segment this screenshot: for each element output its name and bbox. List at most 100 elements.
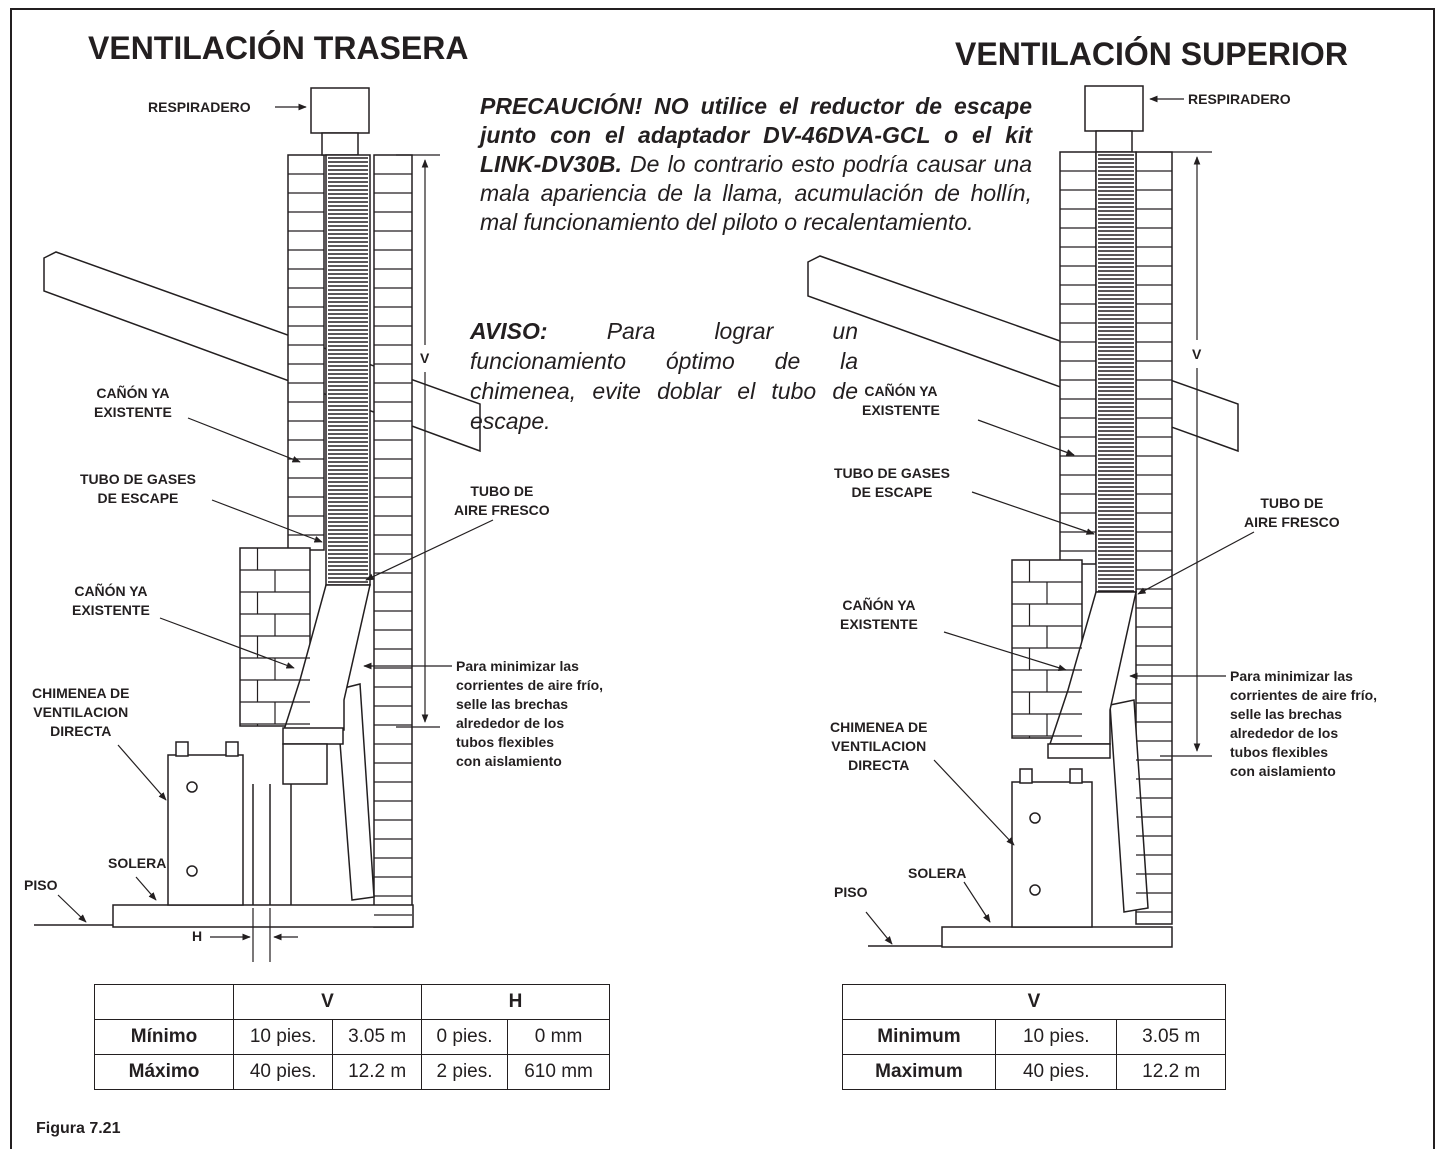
table-col-header: V [842,984,1226,1020]
table-corner-cell [94,984,234,1020]
left-appliance-label: CHIMENEA DE VENTILACION DIRECTA [32,684,130,741]
table-cell: 40 pies. [232,1054,334,1090]
figure-caption: Figura 7.21 [36,1120,121,1137]
caution-bold: PRECAUCIÓN! NO utilice el reductor de es… [480,93,1032,177]
left-diagram [34,87,481,928]
right-seal-note: Para minimizar las corrientes de aire fr… [1230,667,1377,781]
notice-text: Para lograr un funcionamiento óptimo de … [470,318,858,434]
table-row: Maximum 40 pies. 12.2 m [842,1054,1226,1090]
right-seal-line2: corrientes de aire frío, [1230,687,1378,703]
table-cell: 10 pies. [232,1019,334,1055]
left-chimney-right-wall [373,154,413,928]
figure-frame [10,8,1435,1149]
right-appliance-label: CHIMENEA DE VENTILACION DIRECTA [830,718,928,775]
right-chimney-right-wall [1135,151,1173,925]
left-chimney-left-wall [287,154,325,551]
right-spec-table: V Minimum 10 pies. 3.05 m Maximum 40 pie… [842,984,1226,1090]
right-tilted-bricks [1109,699,1149,913]
left-dim-v-label: V [420,350,430,366]
left-appliance [167,754,244,906]
right-seal-line5: tubos flexibles [1230,744,1329,760]
right-appliance-line3: DIRECTA [848,757,910,773]
left-fresh-air-line1: TUBO DE [470,483,534,499]
right-exhaust-line1: TUBO DE GASES [834,465,950,481]
left-seal-line4: alrededor de los [456,715,565,731]
caution-text: De lo contrario esto podría causar una m… [480,151,1032,235]
right-chimney-upper-line2: EXISTENTE [862,402,940,418]
left-fresh-air-line2: AIRE FRESCO [454,502,550,518]
left-exhaust-line2: DE ESCAPE [97,490,179,506]
table-cell: 10 pies. [994,1019,1118,1055]
right-flex-pipe-upper [1095,151,1137,593]
right-seal-line1: Para minimizar las [1230,668,1353,684]
notice-note: AVISO: Para lograr un funcionamiento ópt… [470,316,858,436]
right-cap-collar [1095,130,1133,153]
left-hearth-label: SOLERA [108,855,167,871]
left-chimney-lower-label: CAÑÓN YA EXISTENTE [72,582,150,620]
right-cap [1084,85,1144,132]
table-row-header: Mínimo [94,1019,234,1055]
right-title: VENTILACIÓN SUPERIOR [955,36,1348,72]
right-exhaust-line2: DE ESCAPE [851,484,933,500]
table-col-header: V [233,984,422,1020]
left-seal-note: Para minimizar las corrientes de aire fr… [456,657,603,771]
table-cell: 12.2 m [1116,1054,1226,1090]
right-cap-label: RESPIRADERO [1188,91,1291,107]
right-seal-line4: alrededor de los [1230,725,1339,741]
right-fresh-air-line2: AIRE FRESCO [1244,514,1340,530]
table-row: Minimum 10 pies. 3.05 m [842,1019,1226,1055]
table-cell: 3.05 m [332,1019,422,1055]
left-appliance-line1: CHIMENEA DE [32,685,130,701]
table-cell: 2 pies. [420,1054,509,1090]
right-hearth [941,926,1173,948]
right-seal-line6: con aislamiento [1230,763,1336,779]
left-appliance-line2: VENTILACION [33,704,129,720]
table-cell: 3.05 m [1116,1019,1226,1055]
right-seal-line3: selle las brechas [1230,706,1343,722]
left-seal-line3: selle las brechas [456,696,569,712]
left-chimney-lower-line2: EXISTENTE [72,602,150,618]
left-seal-line2: corrientes de aire frío, [456,677,604,693]
left-title: VENTILACIÓN TRASERA [88,30,469,66]
table-row: Máximo 40 pies. 12.2 m 2 pies. 610 mm [94,1054,610,1090]
right-hearth-label: SOLERA [908,865,967,881]
left-seal-line1: Para minimizar las [456,658,579,674]
right-fresh-air-line1: TUBO DE [1260,495,1324,511]
right-pipe-ribs [1098,154,1134,592]
table-row-header: Maximum [842,1054,996,1090]
table-cell: 0 pies. [420,1019,509,1055]
right-appliance [1011,781,1093,928]
right-roof [807,255,1239,453]
left-connector [282,727,344,745]
left-appliance-line3: DIRECTA [50,723,112,739]
left-exhaust-label: TUBO DE GASES DE ESCAPE [80,470,196,508]
left-chimney-upper-line2: EXISTENTE [94,404,172,420]
left-elbow [282,743,328,785]
notice-bold: AVISO: [470,318,548,344]
left-floor-label: PISO [24,877,58,893]
right-dim-v-label: V [1192,346,1202,362]
table-row: Mínimo 10 pies. 3.05 m 0 pies. 0 mm [94,1019,610,1055]
left-chimney-upper-line1: CAÑÓN YA [96,385,170,401]
table-header-row: V H [94,984,611,1020]
left-brick-courses [240,173,412,916]
right-chimney-left-wall [1059,151,1097,565]
right-floor-label: PISO [834,884,868,900]
left-roof [43,251,481,453]
left-hearth [112,904,414,928]
table-cell: 610 mm [507,1054,610,1090]
left-tilted-bricks [335,683,375,901]
left-seal-line5: tubos flexibles [456,734,555,750]
left-seal-line6: con aislamiento [456,753,562,769]
table-cell: 12.2 m [332,1054,422,1090]
left-exhaust-line1: TUBO DE GASES [80,471,196,487]
right-appliance-line2: VENTILACION [831,738,927,754]
left-dim-h-label: H [192,928,203,944]
left-chimney-upper-label: CAÑÓN YA EXISTENTE [94,384,172,422]
right-chimney-lower-line1: CAÑÓN YA [842,597,916,613]
left-cap [310,87,370,134]
left-fresh-air-label: TUBO DE AIRE FRESCO [454,482,550,520]
table-header-row: V [842,984,1226,1020]
right-chimney-upper-label: CAÑÓN YA EXISTENTE [862,382,940,420]
